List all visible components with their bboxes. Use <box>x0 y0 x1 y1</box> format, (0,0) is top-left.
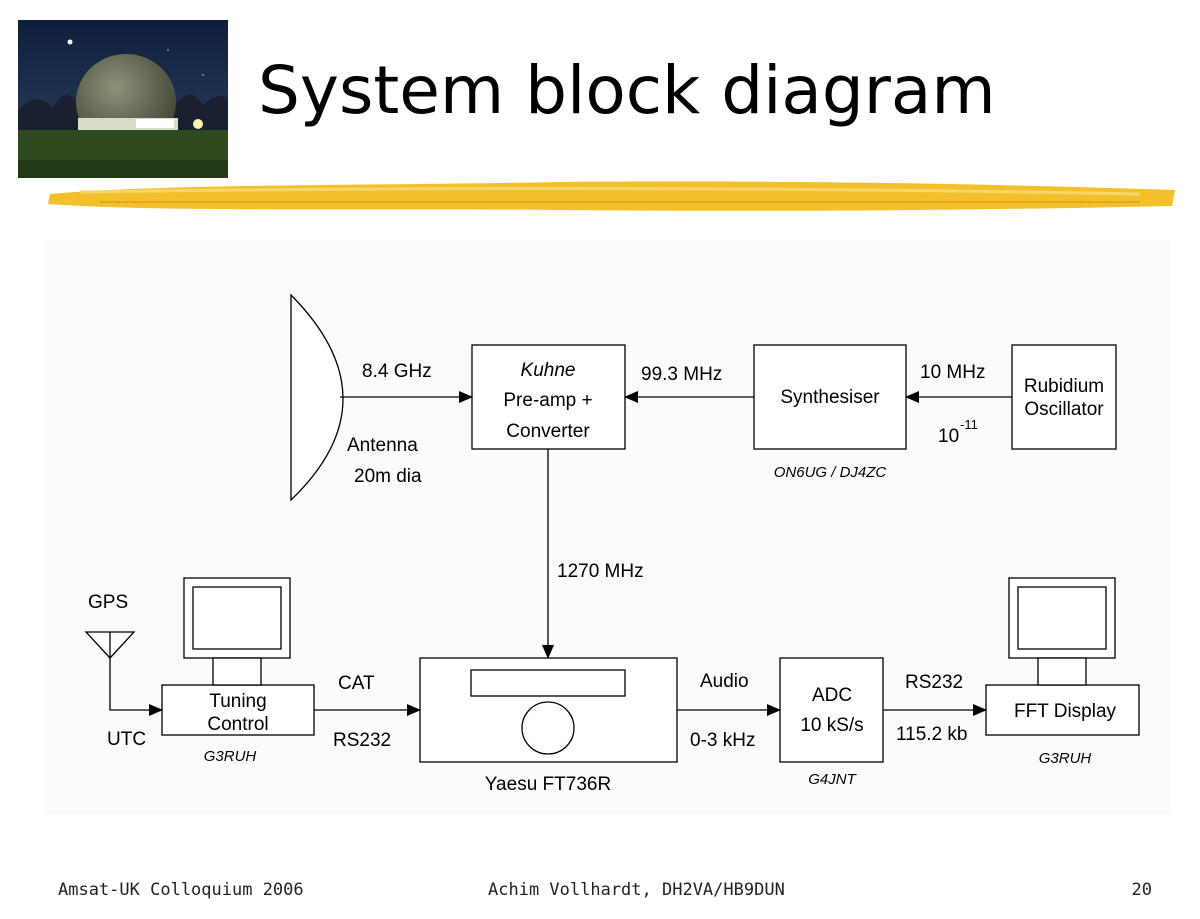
label-audio: Audio <box>700 671 749 692</box>
radio-knob <box>521 701 575 755</box>
label-8-4ghz: 8.4 GHz <box>362 361 432 382</box>
arrow-gps-tuning <box>109 658 163 716</box>
label-gps: GPS <box>88 592 128 613</box>
credit-synthesiser: ON6UG / DJ4ZC <box>774 464 887 481</box>
footer-event: Amsat-UK Colloquium 2006 <box>58 880 304 900</box>
radio-display <box>470 669 626 697</box>
label-rubidium: Rubidium <box>1024 376 1104 397</box>
label-fft-display: FFT Display <box>1014 701 1117 722</box>
adc-block <box>779 657 884 763</box>
label-tuning: Tuning <box>209 691 266 712</box>
label-stability-exp: -11 <box>960 417 978 432</box>
label-converter: Converter <box>506 421 590 442</box>
monitor-fft <box>1008 577 1116 686</box>
monitor-tuning <box>183 577 291 686</box>
label-99-3mhz: 99.3 MHz <box>641 364 722 385</box>
label-control: Control <box>207 714 268 735</box>
page-number: 20 <box>1131 880 1152 900</box>
label-baud: 115.2 kb <box>896 724 967 745</box>
preamp-block <box>471 344 626 450</box>
credit-adc: G4JNT <box>808 771 857 788</box>
label-antenna: Antenna <box>347 435 418 456</box>
label-stability-base: 10 <box>938 426 959 447</box>
label-cat: CAT <box>338 673 375 694</box>
footer-author: Achim Vollhardt, DH2VA/HB9DUN <box>488 880 785 900</box>
tuning-control-block <box>161 684 315 736</box>
label-adc: ADC <box>812 685 852 706</box>
label-1270mhz: 1270 MHz <box>557 561 644 582</box>
label-antenna-size: 20m dia <box>354 466 422 487</box>
radome-photo <box>18 20 228 178</box>
label-oscillator: Oscillator <box>1024 399 1104 420</box>
label-audio-range: 0-3 kHz <box>690 730 755 751</box>
rubidium-block <box>1011 344 1117 450</box>
credit-tuning: G3RUH <box>204 748 257 765</box>
label-preamp: Pre-amp + <box>503 390 592 411</box>
label-rs232-left: RS232 <box>333 730 391 751</box>
label-rs232-right: RS232 <box>905 672 963 693</box>
credit-fft: G3RUH <box>1039 750 1092 767</box>
label-kuhne: Kuhne <box>521 360 576 381</box>
highlighter-stroke <box>40 172 1180 222</box>
label-adc-rate: 10 kS/s <box>800 715 863 736</box>
slide-title: System block diagram <box>258 52 996 129</box>
label-synthesiser: Synthesiser <box>780 387 880 408</box>
label-utc: UTC <box>107 729 146 750</box>
antenna-dish <box>290 293 344 502</box>
label-10mhz: 10 MHz <box>920 362 985 383</box>
label-radio: Yaesu FT736R <box>485 774 611 795</box>
